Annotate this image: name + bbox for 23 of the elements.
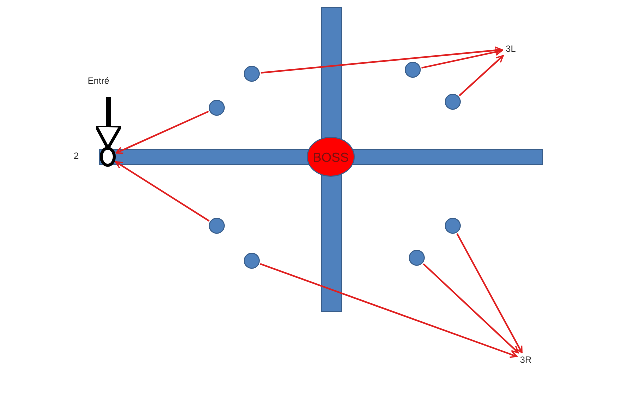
entry-label: Entré [88,76,110,86]
position-label: 3L [503,43,519,55]
arrow [459,55,504,96]
dot-marker [244,66,260,82]
arrow [260,263,518,358]
dot-marker [409,250,425,266]
dot-marker [244,253,260,269]
boss-ellipse: BOSS [307,137,355,177]
arrow [116,110,210,154]
arrow [115,161,210,222]
dot-marker [445,94,461,110]
ring-marker [100,147,116,167]
dot-marker [445,218,461,234]
entry-arrow [94,96,123,150]
position-label: 3R [518,354,534,366]
dot-marker [209,218,225,234]
node-number: 2 [74,151,80,161]
arrow [423,264,520,354]
arrow [456,234,523,354]
arrow [260,46,503,74]
dot-marker [209,100,225,116]
dot-marker [405,62,421,78]
arrow [422,48,503,69]
